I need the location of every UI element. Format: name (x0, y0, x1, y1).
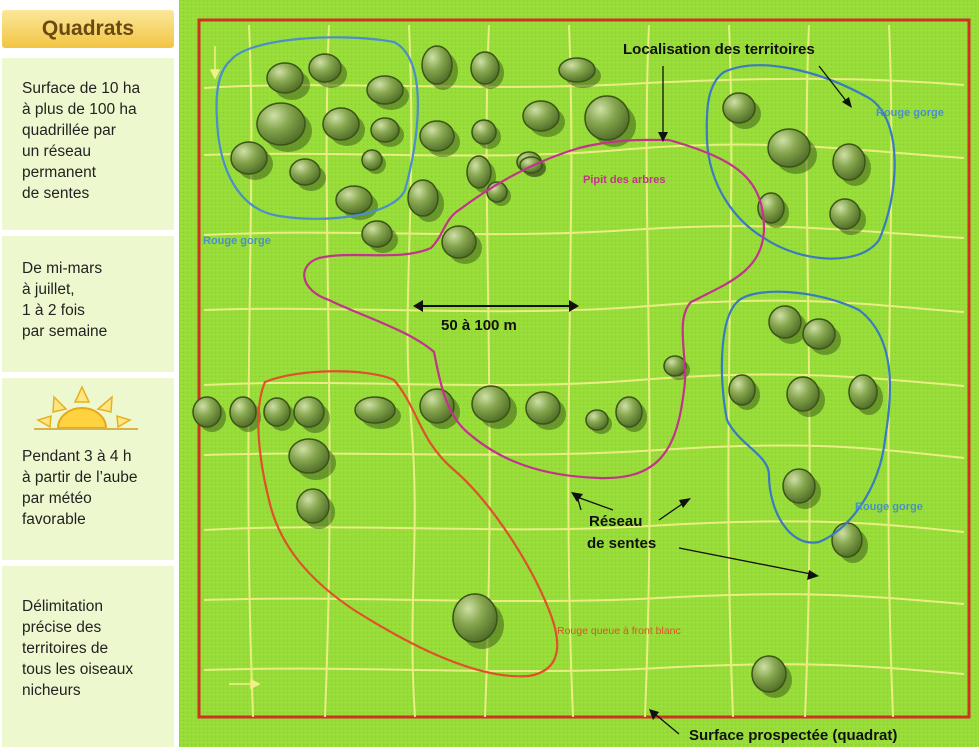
tree (471, 385, 517, 429)
tree (558, 57, 601, 88)
tree (452, 593, 504, 649)
tree (266, 62, 310, 100)
tree (361, 220, 398, 253)
info-panel-period: De mi-mars à juillet, 1 à 2 fois par sem… (2, 236, 174, 372)
tree (293, 396, 330, 433)
tree (848, 374, 883, 415)
sun-icon (34, 385, 138, 430)
info-panel-delimitation: Délimitation précise des territoires de … (2, 566, 174, 747)
tree (229, 396, 261, 432)
trail-pointer-arrow (678, 547, 812, 575)
tree (441, 225, 482, 264)
tree (584, 95, 636, 147)
trail-pointer-arrowhead (571, 492, 583, 502)
sidebar: Quadrats Surface de 10 ha à plus de 100 … (0, 0, 176, 747)
territory-rouge-gorge-northeast (705, 64, 896, 260)
label-rouge-gorge-northeast: Rouge gorge (876, 107, 944, 119)
info-text-surface: Surface de 10 ha à plus de 100 ha quadri… (22, 80, 141, 202)
territory-pipit-des-arbres (303, 138, 766, 480)
sidebar-title: Quadrats (2, 10, 174, 48)
tree (407, 179, 444, 222)
label-rouge-queue: Rouge queue à front blanc (557, 625, 681, 637)
tree (263, 397, 295, 431)
tree (519, 156, 546, 177)
surface-pointer-arrowhead (649, 709, 659, 720)
label-rouge-gorge-east: Rouge gorge (855, 501, 923, 513)
scale-label: 50 à 100 m (441, 317, 517, 334)
tree (354, 396, 401, 429)
quadrat-map: Rouge gorge Rouge gorge Rouge gorge Pipi… (179, 0, 979, 747)
trail-pointer-arrow (658, 501, 686, 521)
tree (421, 45, 458, 90)
scale-bar (413, 300, 579, 312)
tree (525, 391, 566, 430)
tree (615, 396, 647, 432)
tree (751, 655, 792, 698)
tree (366, 75, 409, 110)
tree (832, 143, 871, 186)
info-text-delimitation: Délimitation précise des territoires de … (22, 598, 134, 699)
tree (802, 318, 841, 355)
tree (192, 396, 226, 432)
info-panel-time: Pendant 3 à 4 h à partir de l’aube par m… (2, 378, 174, 560)
territory-rouge-gorge-west (215, 36, 419, 220)
tree (522, 100, 565, 137)
tree (289, 158, 326, 191)
heading-pointer-arrowhead (658, 132, 668, 142)
tree (256, 102, 312, 152)
heading-pointer-arrow (818, 65, 848, 103)
tree (768, 305, 807, 344)
quadrat-border (197, 18, 971, 719)
trail-network-label-line: de sentes (587, 535, 656, 552)
info-text-time: Pendant 3 à 4 h à partir de l’aube par m… (22, 448, 138, 528)
surface-pointer-arrow (654, 713, 680, 735)
tree (786, 376, 825, 417)
tree (471, 119, 501, 149)
tree (288, 438, 336, 480)
surface-label: Surface prospectée (quadrat) (689, 727, 897, 744)
trail-network-label: Réseau de sentes (587, 513, 656, 552)
info-text-period: De mi-mars à juillet, 1 à 2 fois par sem… (22, 260, 108, 340)
tree (486, 181, 511, 206)
tree (370, 117, 404, 147)
tree (728, 374, 760, 410)
diagram-heading: Localisation des territoires (623, 41, 815, 58)
tree (757, 192, 789, 228)
tree-cluster (192, 45, 883, 698)
label-pipit-des-arbres: Pipit des arbres (583, 174, 666, 186)
label-rouge-gorge-west: Rouge gorge (203, 235, 271, 247)
trail-pointer-arrowhead (807, 570, 819, 580)
trail-pointer-arrow (576, 496, 614, 511)
tree (585, 409, 612, 434)
tree (470, 51, 504, 89)
tree (361, 149, 386, 174)
tree (308, 53, 347, 88)
heading-pointer-arrowhead (842, 97, 852, 108)
trail-network-label-line: Réseau (589, 513, 642, 530)
tree (230, 141, 273, 180)
tree (296, 488, 335, 529)
territory-rouge-gorge-east (720, 290, 892, 544)
tree (767, 128, 817, 174)
info-panel-surface: Surface de 10 ha à plus de 100 ha quadri… (2, 58, 174, 230)
tree (722, 92, 761, 129)
trail-pointer-arrowhead (679, 498, 691, 508)
field-background (179, 0, 979, 747)
corner-marker (209, 46, 261, 690)
tree (782, 468, 821, 509)
territory-rouge-queue (257, 370, 559, 678)
tree (419, 120, 460, 157)
tree (322, 107, 365, 146)
tree (829, 198, 866, 235)
